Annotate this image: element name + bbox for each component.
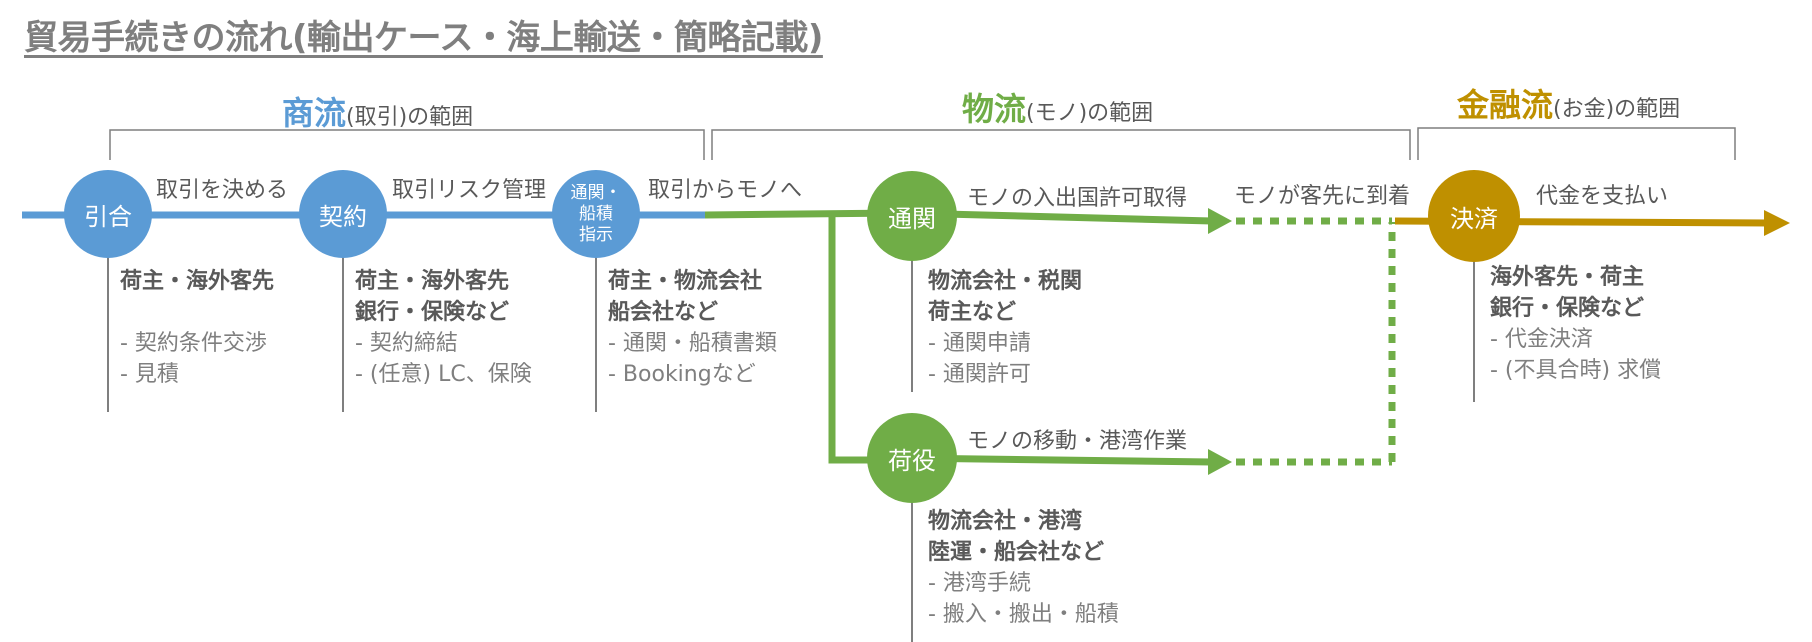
info-shiji-actor-2: 船会社など: [608, 300, 719, 325]
node-niyaku-label: 荷役: [888, 446, 936, 475]
node-tsukan-shiji-line1: 通関・: [570, 182, 622, 203]
arrow-label-torihiki-kimeru: 取引を決める: [156, 178, 289, 203]
info-keiyaku-actor-1: 荷主・海外客先: [355, 269, 510, 294]
info-hikiai-item-2: - 見積: [120, 362, 179, 387]
bracket-finance: [1417, 127, 1736, 160]
info-shiji-item-2: - Bookingなど: [608, 362, 756, 387]
info-kessai-actor-2: 銀行・保険など: [1490, 296, 1645, 321]
info-niyaku-item-2: - 搬入・搬出・船積: [928, 602, 1119, 627]
arrow-label-mono-he: 取引からモノへ: [648, 178, 803, 203]
arrow-label-idou: モノの移動・港湾作業: [967, 429, 1188, 454]
info-tsukan-item-2: - 通関許可: [928, 362, 1031, 387]
info-niyaku-actor-2: 陸運・船会社など: [928, 540, 1105, 565]
info-hikiai-spacer: [120, 297, 274, 328]
section-finance-subtitle: (お金)の範囲: [1553, 97, 1681, 122]
info-niyaku-actor-1: 物流会社・港湾: [928, 509, 1083, 534]
info-niyaku-item-1: - 港湾手続: [928, 571, 1031, 596]
finance-arrow-head: [1764, 210, 1790, 236]
info-tsukan-actor-2: 荷主など: [928, 300, 1017, 325]
info-kessai: 海外客先・荷主 銀行・保険など - 代金決済 - (不具合時) 求償: [1490, 262, 1661, 386]
arrow-label-tochaku: モノが客先に到着: [1234, 184, 1411, 209]
node-tsukan-shiji: [552, 170, 640, 258]
info-tsukan-actor-1: 物流会社・税関: [928, 269, 1083, 294]
bracket-commerce: [109, 129, 705, 160]
section-commerce-subtitle: (取引)の範囲: [346, 105, 474, 130]
node-tsukan: [867, 171, 957, 261]
info-shiji-item-1: - 通関・船積書類: [608, 331, 777, 356]
info-shiji-actor-1: 荷主・物流会社: [608, 269, 763, 294]
info-niyaku: 物流会社・港湾 陸運・船会社など - 港湾手続 - 搬入・搬出・船積: [928, 506, 1119, 630]
node-hikiai-label: 引合: [84, 202, 132, 231]
page-title: 貿易手続きの流れ(輸出ケース・海上輸送・簡略記載): [24, 18, 823, 58]
info-shiji: 荷主・物流会社 船会社など - 通関・船積書類 - Bookingなど: [608, 266, 777, 390]
node-tsukan-shiji-label: 通関・ 船積 指示: [552, 170, 640, 258]
arrow-label-risk-kanri: 取引リスク管理: [392, 178, 547, 203]
info-tsukan: 物流会社・税関 荷主など - 通関申請 - 通関許可: [928, 266, 1082, 390]
info-tsukan-item-1: - 通関申請: [928, 331, 1031, 356]
section-finance-title: 金融流: [1457, 86, 1554, 124]
section-label-logistics: 物流(モノ)の範囲: [962, 84, 1153, 130]
info-hikiai-actor-1: 荷主・海外客先: [120, 269, 275, 294]
bracket-logistics: [711, 129, 1411, 160]
info-hikiai-item-1: - 契約条件交渉: [120, 331, 267, 356]
node-tsukan-shiji-line3: 指示: [579, 224, 613, 245]
info-kessai-item-2: - (不具合時) 求償: [1490, 358, 1662, 383]
tsukan-arrow-head: [1208, 208, 1232, 234]
node-kessai: [1428, 170, 1520, 262]
node-kessai-label: 決済: [1450, 204, 1498, 233]
info-kessai-item-1: - 代金決済: [1490, 327, 1593, 352]
section-logistics-title: 物流: [962, 90, 1027, 128]
arrow-label-nyushutsu: モノの入出国許可取得: [967, 186, 1188, 211]
info-keiyaku: 荷主・海外客先 銀行・保険など - 契約締結 - (任意) LC、保険: [355, 266, 532, 390]
info-keiyaku-item-1: - 契約締結: [355, 331, 458, 356]
node-hikiai: [64, 170, 152, 258]
node-niyaku: [867, 413, 957, 503]
node-tsukan-label: 通関: [888, 204, 936, 233]
section-label-commerce: 商流(取引)の範囲: [282, 88, 473, 134]
info-hikiai: 荷主・海外客先 - 契約条件交渉 - 見積: [120, 266, 274, 390]
node-tsukan-shiji-line2: 船積: [579, 203, 613, 224]
node-keiyaku: [299, 170, 387, 258]
node-keiyaku-label: 契約: [319, 202, 367, 231]
info-keiyaku-actor-2: 銀行・保険など: [355, 300, 510, 325]
section-commerce-title: 商流: [282, 94, 347, 132]
info-kessai-actor-1: 海外客先・荷主: [1490, 265, 1645, 290]
niyaku-arrow-head: [1208, 449, 1232, 475]
section-logistics-subtitle: (モノ)の範囲: [1026, 101, 1154, 126]
section-label-finance: 金融流(お金)の範囲: [1457, 80, 1680, 126]
arrow-label-shiharai: 代金を支払い: [1536, 184, 1669, 209]
info-keiyaku-item-2: - (任意) LC、保険: [355, 362, 532, 387]
